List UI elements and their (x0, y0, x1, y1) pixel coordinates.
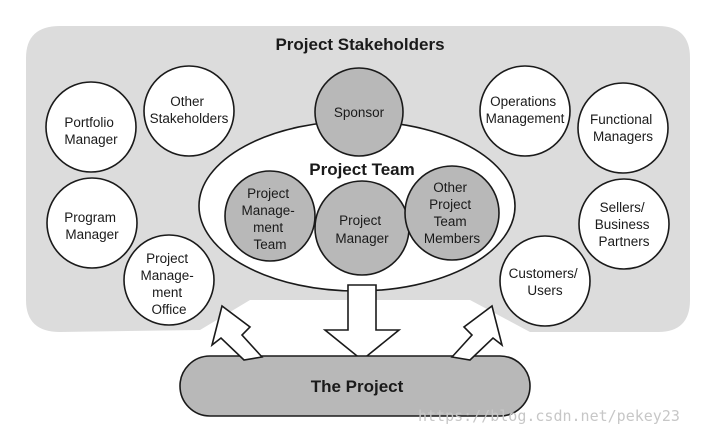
program-manager-node (46, 177, 138, 269)
functional-managers-node (577, 82, 669, 174)
the-project-label: The Project (311, 377, 404, 396)
sponsor-node (314, 67, 404, 157)
functional-managers-label: Functional Managers (590, 112, 656, 144)
operations-management-label: Operations Management (486, 94, 565, 126)
program-manager-label: Program Manager (64, 210, 120, 242)
pmo-node (123, 234, 215, 326)
the-project-bar (179, 355, 531, 417)
operations-management-node (479, 65, 571, 157)
sellers-partners-node (578, 178, 670, 270)
project-team-title: Project Team (309, 160, 415, 179)
other-members-label: Other Project Team Members (424, 180, 481, 246)
other-stakeholders-label: Other Stakeholders (150, 94, 229, 126)
other-stakeholders-node (143, 65, 235, 157)
pm-team-label: Project Manage- ment Team (241, 186, 298, 252)
project-manager-label: Project Manager (335, 213, 389, 246)
pmo-label: Project Manage- ment Office (140, 251, 197, 317)
project-manager-node (314, 180, 410, 276)
sponsor-label: Sponsor (334, 105, 385, 120)
portfolio-manager-node (45, 81, 137, 173)
pm-team-node (224, 170, 316, 262)
customers-users-label: Customers/ Users (509, 266, 582, 298)
portfolio-manager-label: Portfolio Manager (64, 115, 118, 147)
down-arrow (322, 284, 402, 362)
watermark-text: https://blog.csdn.net/pekey23 (418, 407, 680, 425)
diagram-title: Project Stakeholders (275, 35, 444, 54)
customers-users-node (499, 235, 591, 327)
sellers-partners-label: Sellers/ Business Partners (595, 200, 654, 249)
left-up-arrow (210, 304, 264, 361)
right-up-arrow (450, 304, 504, 361)
other-members-node (404, 165, 500, 261)
